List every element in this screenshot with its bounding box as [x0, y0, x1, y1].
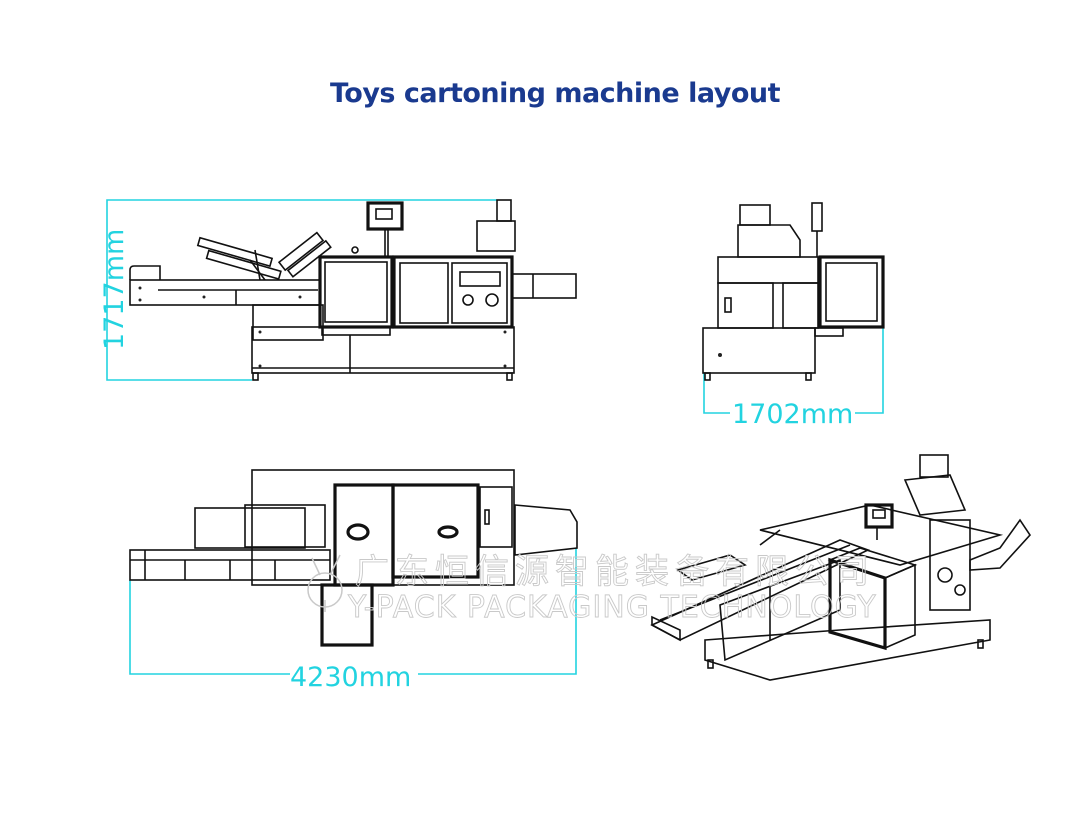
watermark-cn: 广东恒信源智能装备有限公司 — [355, 552, 875, 592]
top-view: 4230mm — [129, 469, 578, 693]
company-logo-icon — [307, 554, 343, 612]
side-view: 1702mm — [702, 202, 885, 430]
height-dimension-line: 1717mm — [99, 199, 497, 381]
length-dimension-label: 4230mm — [290, 662, 411, 693]
front-view: 1717mm — [99, 199, 577, 381]
page-title: Toys cartoning machine layout — [329, 78, 781, 109]
height-dimension-label: 1717mm — [99, 229, 130, 350]
watermark: 广东恒信源智能装备有限公司 Y-PACK PACKAGING TECHNOLOG… — [307, 552, 877, 625]
width-dimension-label: 1702mm — [732, 399, 853, 430]
watermark-en: Y-PACK PACKAGING TECHNOLOGY — [347, 590, 877, 625]
isometric-view — [650, 454, 1032, 681]
